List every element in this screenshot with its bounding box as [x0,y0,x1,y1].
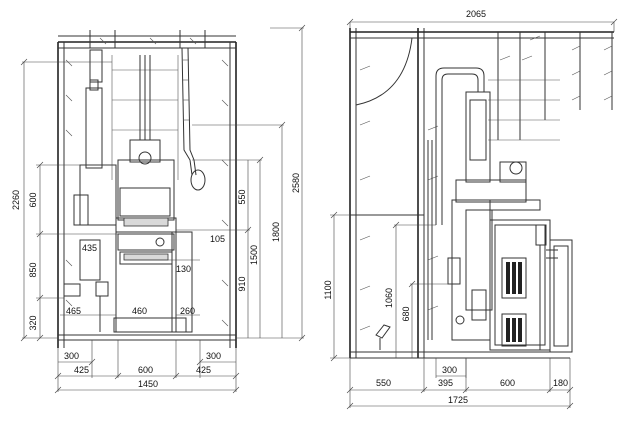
side-dim-600: 600 [500,378,515,388]
front-dim-130: 130 [176,264,191,274]
side-dim-1725: 1725 [448,395,468,405]
side-dim-300: 300 [442,365,457,375]
side-column [427,67,491,340]
front-lower-cabinet [63,231,193,333]
side-frame-hatching [359,35,613,331]
side-dim-550: 550 [376,378,391,388]
front-dim-435: 435 [82,243,97,253]
front-dim-1500: 1500 [249,245,259,265]
front-dim-460: 460 [132,306,147,316]
front-extension-lines [22,27,304,339]
side-right-cabinet [546,239,573,353]
front-horizontal-dimensions [54,340,240,394]
front-left-motor [73,49,117,226]
front-dim-425-left: 425 [74,365,89,375]
side-extension-lines [330,22,615,408]
side-dim-180: 180 [553,378,568,388]
side-vent-grilles [501,257,527,347]
side-dim-1100: 1100 [323,280,333,299]
front-machine-column [115,55,177,233]
front-vertical-dimensions [20,24,306,342]
front-dim-260: 260 [180,306,195,316]
front-dim-1800: 1800 [271,222,281,242]
front-dim-550: 550 [237,189,247,204]
side-view: 2065 1100 1060 680 300 550 395 600 180 1… [323,9,618,410]
front-cable-bundle [181,47,206,191]
side-dim-395: 395 [438,378,453,388]
front-dim-850: 850 [28,262,38,277]
side-dim-1060: 1060 [384,288,394,308]
front-dim-2260: 2260 [11,190,21,210]
front-dim-1450: 1450 [138,379,158,389]
front-dim-600-left: 600 [28,192,38,207]
front-view: 2260 600 850 320 2580 1800 1500 910 550 … [11,24,306,394]
side-foot-fittings [375,315,465,350]
front-dim-600-bottom: 600 [138,365,153,375]
front-dim-910: 910 [237,276,247,291]
front-dim-320: 320 [28,315,38,330]
front-frame [57,30,237,348]
side-spindle-head [455,161,541,211]
front-dim-425-right: 425 [196,365,211,375]
side-lower-body [447,199,551,351]
front-dim-2580: 2580 [291,173,301,193]
front-frame-hatching [65,37,229,327]
front-dim-465: 465 [66,306,81,316]
side-dimension-lines [330,18,618,410]
front-dim-105: 105 [210,234,225,244]
side-dim-2065: 2065 [466,9,486,19]
side-dim-680: 680 [401,306,411,321]
front-dim-300-right: 300 [206,351,221,361]
front-dim-300-left: 300 [64,351,79,361]
